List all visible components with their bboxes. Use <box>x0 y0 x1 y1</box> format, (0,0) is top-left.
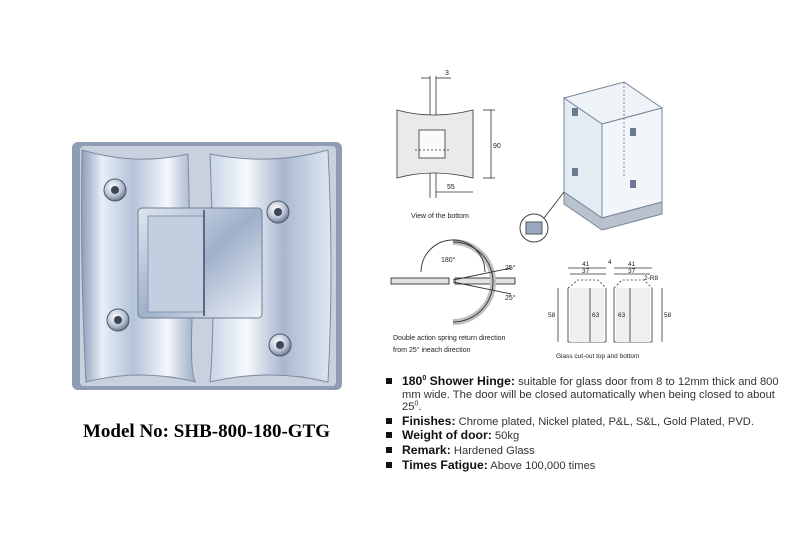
bullet-icon <box>386 432 392 439</box>
dim-a: 41 <box>582 261 590 268</box>
dim-c: 41 <box>628 261 636 268</box>
spec-item-finishes: Finishes: Chrome plated, Nickel plated, … <box>382 413 782 429</box>
bullet-icon <box>386 378 392 384</box>
spec-item-remark: Remark: Hardened Glass <box>382 444 782 458</box>
spec-title: Weight of door: <box>402 428 492 443</box>
specification-list: 1800 Shower Hinge: suitable for glass do… <box>382 375 782 473</box>
spec-text: Above 100,000 times <box>487 459 596 472</box>
spec-text: 50kg <box>491 430 520 443</box>
spec-title: Times Fatigue: <box>402 457 488 472</box>
spec-title: Remark: <box>402 442 451 457</box>
model-label: Model No: <box>83 421 170 442</box>
bottom-view-diagram: 3 90 55 View of the bottom <box>396 70 501 220</box>
spec-text: Chrome plated, Nickel plated, P&L, S&L, … <box>455 415 754 428</box>
dim-right: 58 <box>664 312 672 319</box>
dim-in2: 63 <box>618 312 626 319</box>
glass-cutout-diagram: 41 4 41 37 37 2-R8 58 63 63 58 Glass cut… <box>548 259 672 360</box>
cutout-caption: Glass cut-out top and bottom <box>556 353 639 360</box>
dim-height: 90 <box>493 143 501 150</box>
screw-icon <box>103 178 292 357</box>
swing-caption-1: Double action spring return direction <box>393 335 506 342</box>
spec-item-weight: Weight of door: 50kg <box>382 429 782 443</box>
spec-item-hinge: 1800 Shower Hinge: suitable for glass do… <box>382 375 782 414</box>
dim-left: 58 <box>548 312 556 319</box>
spec-text: suitable for glass door from 8 to 12mm t… <box>402 376 779 414</box>
model-number-heading: Model No: SHB-800-180-GTG <box>83 421 330 443</box>
swing-direction-diagram: 180° 25° 25° Double action spring return… <box>390 239 516 354</box>
angle-main: 180° <box>441 256 456 264</box>
model-value: SHB-800-180-GTG <box>173 421 330 442</box>
hinge-product-photo <box>72 142 342 390</box>
dim-e: 37 <box>628 268 636 275</box>
spec-text: Hardened Glass <box>450 444 535 457</box>
spec-title: Finishes: <box>402 413 456 428</box>
shower-enclosure-illustration <box>519 81 664 243</box>
dim-width: 55 <box>447 184 455 191</box>
swing-caption-2: from 25° ineach direction <box>393 346 471 354</box>
dim-radius: 2-R8 <box>644 275 658 282</box>
bullet-icon <box>386 417 392 424</box>
bullet-icon <box>386 446 392 453</box>
dim-thickness: 3 <box>445 70 449 77</box>
spec-title: 1800 Shower Hinge: <box>402 374 515 388</box>
bullet-icon <box>386 461 392 468</box>
dim-d: 37 <box>582 268 590 275</box>
bottom-view-caption: View of the bottom <box>411 213 469 220</box>
angle-lower: 25° <box>505 294 516 302</box>
dim-b: 4 <box>608 259 612 266</box>
angle-upper: 25° <box>505 264 516 272</box>
spec-item-fatigue: Times Fatigue: Above 100,000 times <box>382 457 782 473</box>
dim-in1: 63 <box>592 312 600 319</box>
